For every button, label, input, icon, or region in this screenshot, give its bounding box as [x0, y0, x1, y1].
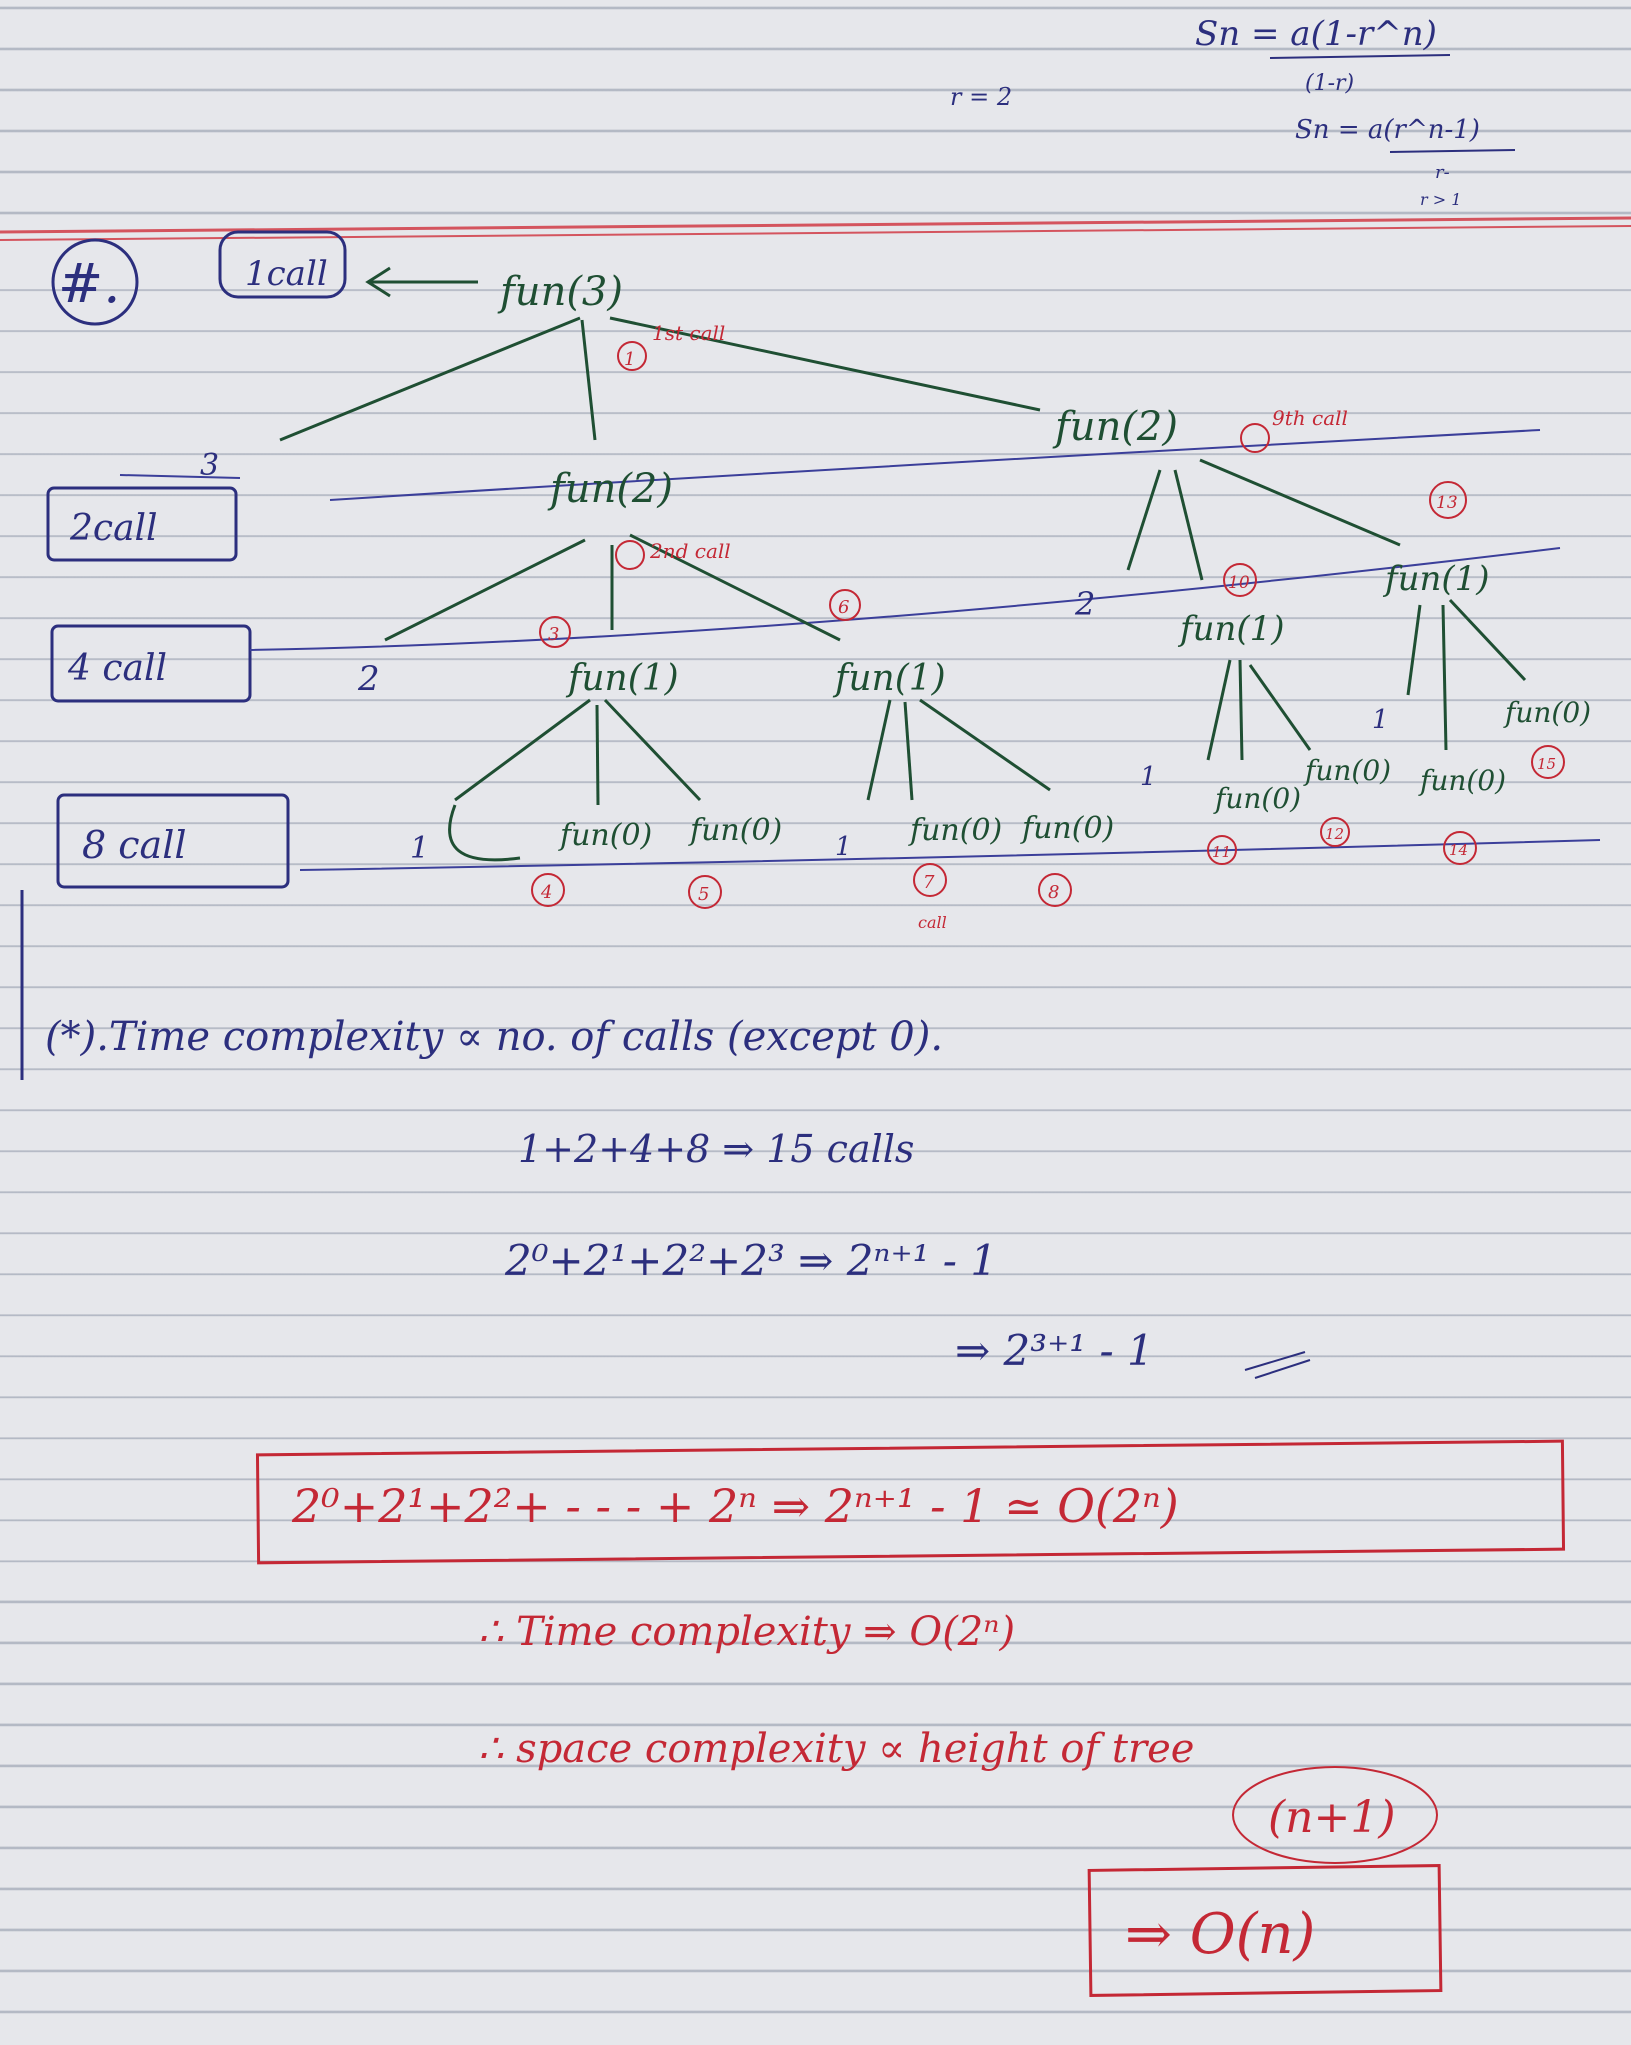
svg-text:1: 1 — [624, 349, 635, 370]
order-num-level3-3: 7 — [923, 872, 935, 893]
label-box-8call — [56, 793, 290, 889]
boxed-formula-frame — [255, 1439, 1566, 1565]
order-num-level3-4: 8 — [1048, 882, 1059, 903]
tree-node-root: fun(3) — [497, 269, 623, 315]
powers-line: 2⁰+2¹+2²+2³ ⇒ 2ⁿ⁺¹ - 1 — [504, 1236, 997, 1285]
level-underline — [299, 839, 1601, 871]
side-num-level3-3: 1 — [1140, 762, 1157, 792]
arrow-head — [365, 266, 391, 298]
tree-node-level3-3: fun(0) — [908, 813, 1002, 848]
tree-node-level3-8: fun(0) — [1503, 696, 1591, 729]
hash-symbol: #. — [58, 252, 120, 315]
call-note-7: call — [918, 913, 947, 932]
order-num-level3-2: 5 — [698, 884, 709, 905]
sn-formula-3: r > 1 — [1420, 190, 1461, 209]
tree-node-level3-2: fun(0) — [688, 813, 782, 848]
tree-node-level3-4: fun(0) — [1020, 811, 1114, 846]
height-note-circle — [1232, 1766, 1438, 1864]
root-call-note: 1st call — [652, 321, 725, 345]
r-value: r = 2 — [950, 83, 1012, 111]
order-num-level3-1: 4 — [540, 882, 552, 903]
tree-node-level3-7: fun(0) — [1418, 764, 1506, 797]
side-num-level2-2: 2 — [1074, 585, 1095, 623]
tree-node-level2-1: fun(1) — [565, 658, 679, 699]
level-underline — [249, 547, 1561, 651]
powers-result: ⇒ 2³⁺¹ - 1 — [955, 1326, 1154, 1375]
side-num-level3-2: 1 — [835, 832, 852, 862]
tree-edges — [279, 316, 1527, 862]
tree-node-level3-5: fun(0) — [1213, 782, 1301, 815]
level-label-1call: 1call — [245, 254, 328, 294]
order-num-level3-7: 14 — [1449, 841, 1468, 859]
label-box-4call — [50, 624, 252, 703]
boxed-formula: 2⁰+2¹+2²+ - - - + 2ⁿ ⇒ 2ⁿ⁺¹ - 1 ≃ O(2ⁿ) — [291, 1479, 1179, 1533]
tree-node-level3-1: fun(0) — [558, 818, 652, 853]
level-underline — [119, 429, 1541, 501]
sn-formula-2-denominator: r- — [1435, 162, 1450, 183]
tree-node-level2-2: fun(1) — [832, 658, 946, 699]
space-complexity-line: ∴ space complexity ∝ height of tree — [478, 1726, 1194, 1772]
hash-circle — [51, 238, 139, 326]
level-label-2call: 2call — [69, 508, 158, 549]
tree-node-right-level1: fun(2) — [1052, 404, 1178, 450]
sn-formula-1-denominator: (1-r) — [1305, 71, 1354, 96]
time-complexity-conclusion: ∴ Time complexity ⇒ O(2ⁿ) — [478, 1609, 1015, 1655]
space-complexity-result: ⇒ O(n) — [1125, 1902, 1315, 1967]
level-label-4call: 4 call — [67, 648, 167, 689]
order-num-level2-3: 10 — [1228, 573, 1250, 593]
order-num-level3-5: 11 — [1212, 843, 1231, 861]
order-circles-level3 — [531, 745, 1565, 909]
tree-node-level2-4: fun(1) — [1382, 559, 1490, 599]
sn-formula-1: Sn = a(1-r^n) — [1195, 14, 1437, 54]
height-note: (n+1) — [1268, 1792, 1396, 1843]
time-complexity-heading: (*).Time complexity ∝ no. of calls (exce… — [45, 1014, 943, 1060]
side-num-level3-1: 1 — [410, 831, 429, 866]
side-num-level2-1: 2 — [357, 659, 380, 699]
label-box-1call — [218, 230, 347, 299]
tree-node-level3-6: fun(0) — [1303, 754, 1391, 787]
label-box-2call — [46, 486, 238, 562]
order-num-level2-4: 13 — [1436, 493, 1458, 513]
order-num-level2-1: 3 — [548, 624, 559, 645]
left-level1-note: 2nd call — [649, 539, 731, 563]
side-num-level3-4: 1 — [1372, 705, 1389, 735]
tree-node-left-level1: fun(2) — [547, 466, 673, 512]
side-count-3: 3 — [200, 448, 219, 483]
order-num-level3-8: 15 — [1537, 755, 1556, 773]
margin-line — [0, 216, 1631, 234]
order-num-level3-6: 12 — [1325, 825, 1344, 843]
sum-calls-line: 1+2+4+8 ⇒ 15 calls — [518, 1127, 914, 1171]
sn-formula-2: Sn = a(r^n-1) — [1295, 115, 1480, 145]
level-label-8call: 8 call — [82, 823, 187, 867]
order-num-level2-2: 6 — [838, 597, 849, 618]
tree-node-level2-3: fun(1) — [1177, 609, 1285, 649]
right-level1-note: 9th call — [1272, 406, 1348, 430]
margin-line — [0, 225, 1631, 241]
space-result-frame — [1087, 1864, 1443, 1997]
